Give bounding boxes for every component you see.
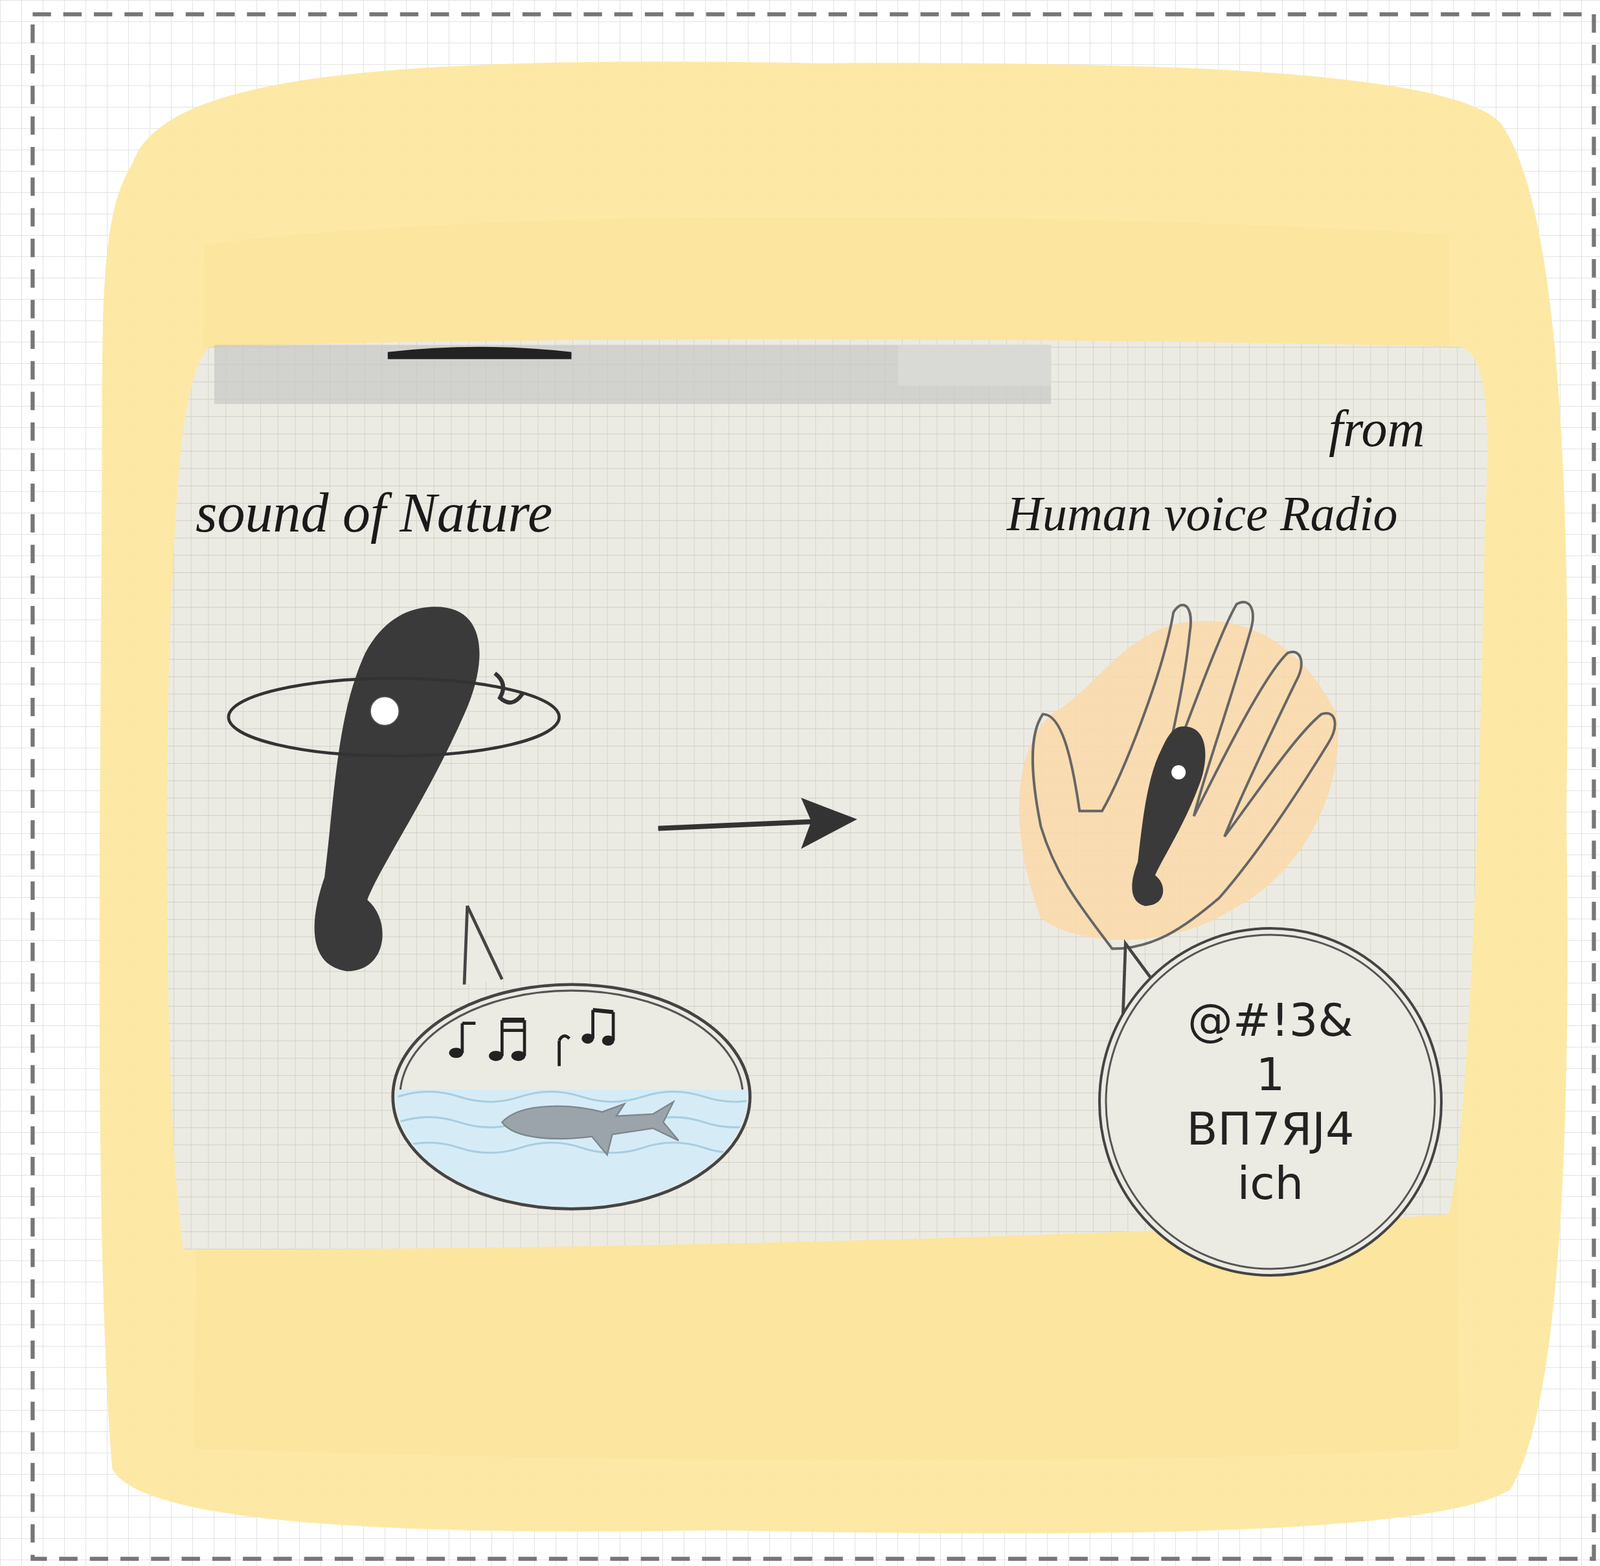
bubble-ellipse-inner <box>1105 935 1435 1270</box>
dashed-frame <box>32 14 1594 1560</box>
whale-tail <box>494 673 523 703</box>
small-whale <box>1131 726 1206 906</box>
speech-bubble: @#!3&1 BΠ7ЯJ4 ich <box>1096 925 1444 1279</box>
water <box>387 1089 755 1213</box>
section-heading: Human voice Radio <box>1006 486 1398 542</box>
yellow-ground <box>99 61 1568 1534</box>
bubble-ellipse <box>1099 928 1442 1276</box>
photo-strip-dark <box>387 347 572 360</box>
whale-figure <box>314 606 480 972</box>
arrow-head <box>800 797 858 849</box>
bubble-text: @#!3&1 BΠ7ЯJ4 ich <box>1173 993 1368 1211</box>
music-notes <box>448 1010 614 1067</box>
photo-strip-block <box>898 345 1051 386</box>
whale-eye <box>370 696 399 726</box>
hand-glow <box>1019 620 1339 941</box>
source-note: from <box>1328 400 1425 458</box>
orbit-ring <box>228 678 560 757</box>
paper-grid <box>167 339 1488 1250</box>
section-heading: sound of Nature <box>195 482 553 544</box>
photo-strip <box>214 345 1051 405</box>
bubble-outline <box>1096 925 1444 1279</box>
fish-figure <box>501 1102 679 1156</box>
small-whale-eye <box>1171 765 1186 780</box>
bubble-tail <box>464 905 502 985</box>
hand-figure <box>1032 602 1336 950</box>
arrow-line <box>657 821 822 829</box>
paper-sheet <box>167 339 1488 1250</box>
